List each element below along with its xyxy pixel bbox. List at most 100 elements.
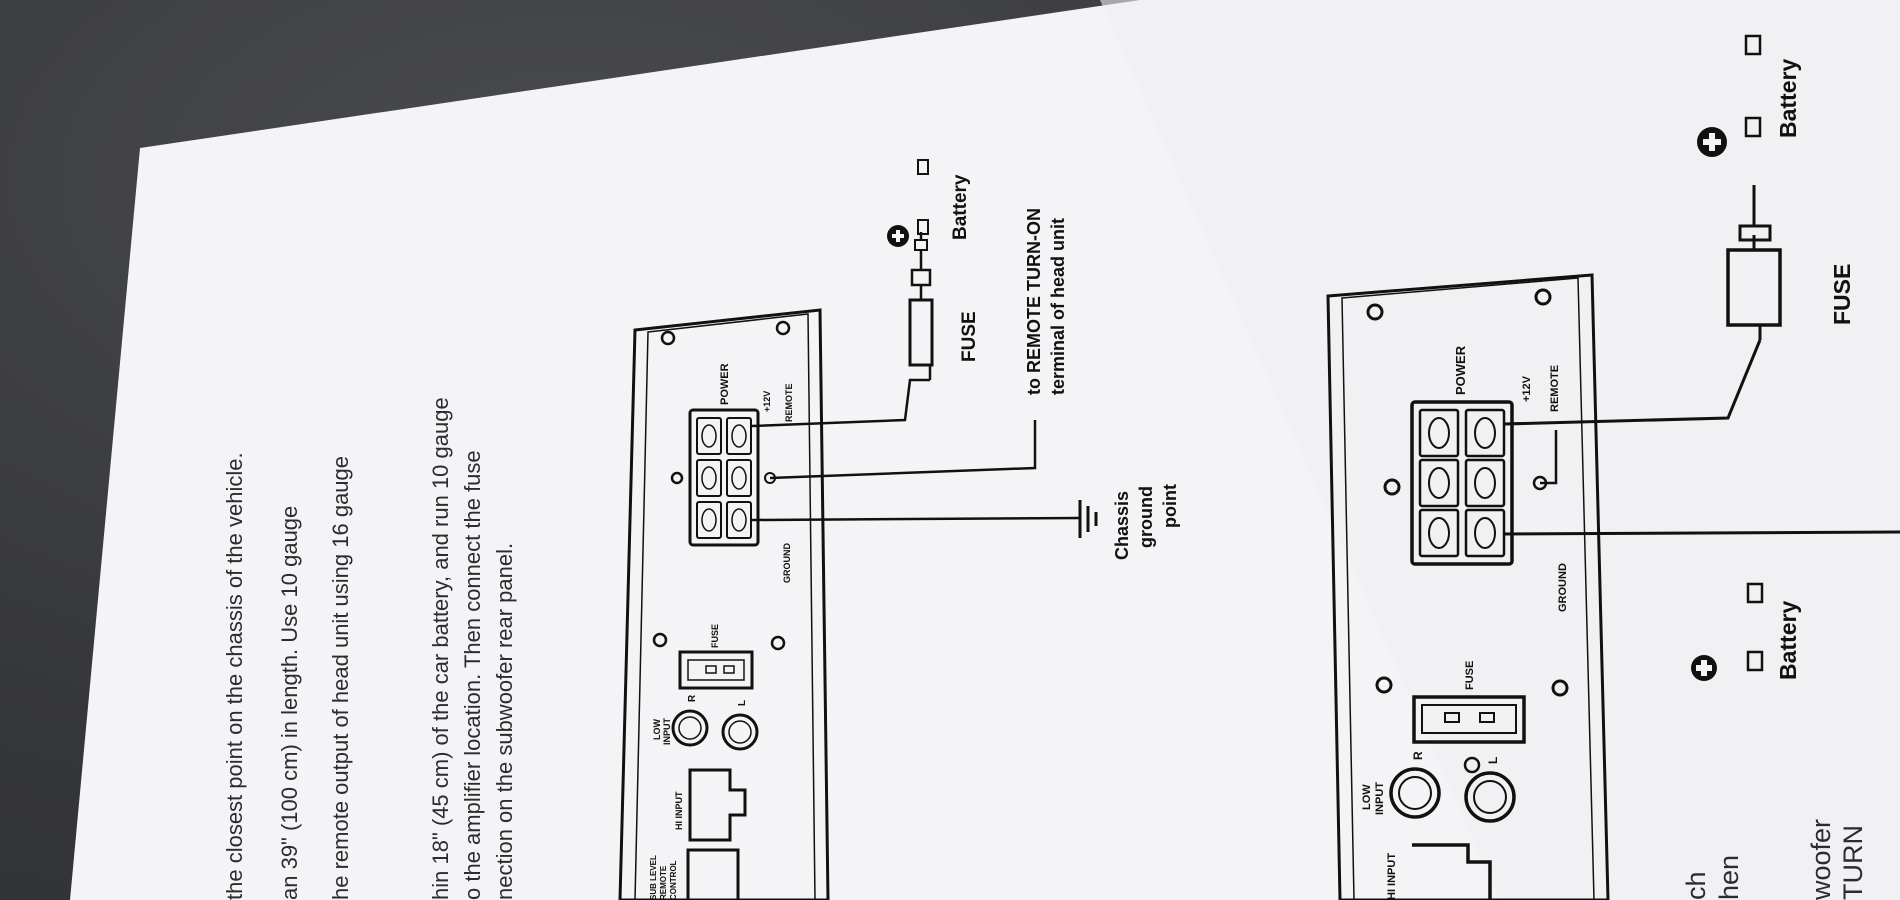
l-label: L [1486,757,1500,764]
remote-wire [769,420,1037,480]
instruction-line: the closest point on the chassis of the … [222,452,247,900]
remote-turn-on-label: to REMOTE TURN-ON [1024,208,1044,395]
rca-jack-r [1389,767,1441,819]
terminal-slot [696,459,722,497]
panel-fuse-label: FUSE [1464,661,1476,690]
panel-fuse-inner [1421,704,1517,734]
terminal-screw [1428,517,1450,549]
amp-panel-outline [1326,273,1610,900]
terminal-screw [701,508,717,532]
power-terminal-block [688,408,760,547]
r-label: R [1411,751,1425,760]
chassis-label: Chassis [1112,491,1132,560]
mount-hole [1551,679,1569,697]
power-label: POWER [1453,345,1468,395]
rca-jack-inner [728,720,752,744]
rca-jack-r [671,709,709,747]
low-input-label-2: INPUT [662,717,672,745]
terminal-slot [1464,408,1506,458]
battery-label: Battery [1775,601,1801,680]
hi-input-label: HI INPUT [1386,853,1398,900]
mount-hole [670,471,684,485]
amp-panel-inner [1341,277,1595,900]
panel-fuse [678,650,754,690]
mount-hole [775,320,791,336]
terminal-screw [701,466,717,490]
terminal-slot [1464,458,1506,508]
terminal-screw [731,508,747,532]
terminal-slot [726,501,752,539]
amplifier-diagram-2: POWER +12V REMOTE GROUND FUSE LOW INPUT … [1326,34,1900,900]
terminal-screw [731,466,747,490]
power-wire [751,378,930,428]
fuse-blade [723,665,735,674]
fuse-blade [1479,712,1495,723]
amp-panel-inner [634,313,816,900]
battery-terminal-positive [1744,116,1762,138]
l-label: L [737,700,748,706]
plus-icon-bar [1701,660,1707,676]
mount-hole [652,632,668,648]
panel-fuse-inner [687,659,745,681]
ground-label: GROUND [1557,563,1569,612]
bottom-text: ch hen woofer TURN [1681,819,1868,900]
low-input-label: LOW [652,719,662,740]
rca-jack-l [721,713,759,751]
r-label: R [687,694,698,702]
battery-label: Battery [950,174,971,240]
sub-level-label: SUB LEVEL [649,855,658,900]
panel-fuse [1412,695,1526,744]
power-terminal-block [1410,400,1514,566]
fuse-label: FUSE [1829,264,1855,325]
battery-terminal-positive [917,219,929,235]
terminal-screw [1428,417,1450,449]
terminal-screw [1474,417,1496,449]
power-wire [1503,339,1762,426]
plus12v-label: +12V [762,391,772,412]
chassis-label-2: ground [1136,486,1156,548]
panel-fuse-label: FUSE [710,624,720,648]
hi-input-label: HI INPUT [674,791,684,830]
rca-jack-inner [1398,776,1432,810]
power-label: POWER [719,363,731,405]
low-input-label: LOW [1361,784,1373,810]
battery-terminal-negative [1746,582,1764,604]
instruction-line: he remote output of head unit using 16 g… [328,456,353,900]
amplifier-diagram-1: POWER +12V REMOTE GROUND FUSE LOW INPUT … [618,159,1180,900]
sub-level-connector [686,848,740,900]
mount-hole [770,635,786,651]
battery-label: Battery [1775,59,1801,138]
bottom-text-line: hen [1714,855,1744,900]
ground-wire [751,516,1081,522]
mount-hole [1366,303,1384,321]
terminal-slot [1418,458,1460,508]
plus-icon-bar [1709,133,1715,151]
fuse-blade [705,665,717,674]
terminal-slot [726,459,752,497]
remote-label: REMOTE [784,383,794,422]
terminal-slot [696,417,722,455]
terminal-screw [1474,517,1496,549]
remote-label: REMOTE [1549,365,1561,412]
low-input-label-2: INPUT [1374,782,1386,815]
instruction-line: hin 18" (45 cm) of the car battery, and … [428,397,453,900]
rca-jack-inner [1473,780,1507,814]
sub-level-label-3: CONTROL [669,860,678,900]
terminal-slot [1418,408,1460,458]
sub-level-label-2: REMOTE [659,865,668,900]
chassis-label-3: point [1160,484,1180,528]
instruction-line: an 39" (100 cm) in length. Use 10 gauge [277,506,302,900]
bottom-text-line: woofer [1806,819,1836,900]
hi-input-connector [1412,843,1492,900]
ground-wire [1503,530,1900,536]
hi-input-connector [688,768,747,842]
mount-hole [1383,478,1401,496]
fuse-blade [1444,712,1460,723]
fuse-label: FUSE [959,311,980,362]
terminal-slot [726,417,752,455]
battery-terminal-negative [1744,34,1762,56]
terminal-slot [696,501,722,539]
amp-panel-outline [618,308,830,900]
bottom-text-line: ch [1681,871,1711,900]
